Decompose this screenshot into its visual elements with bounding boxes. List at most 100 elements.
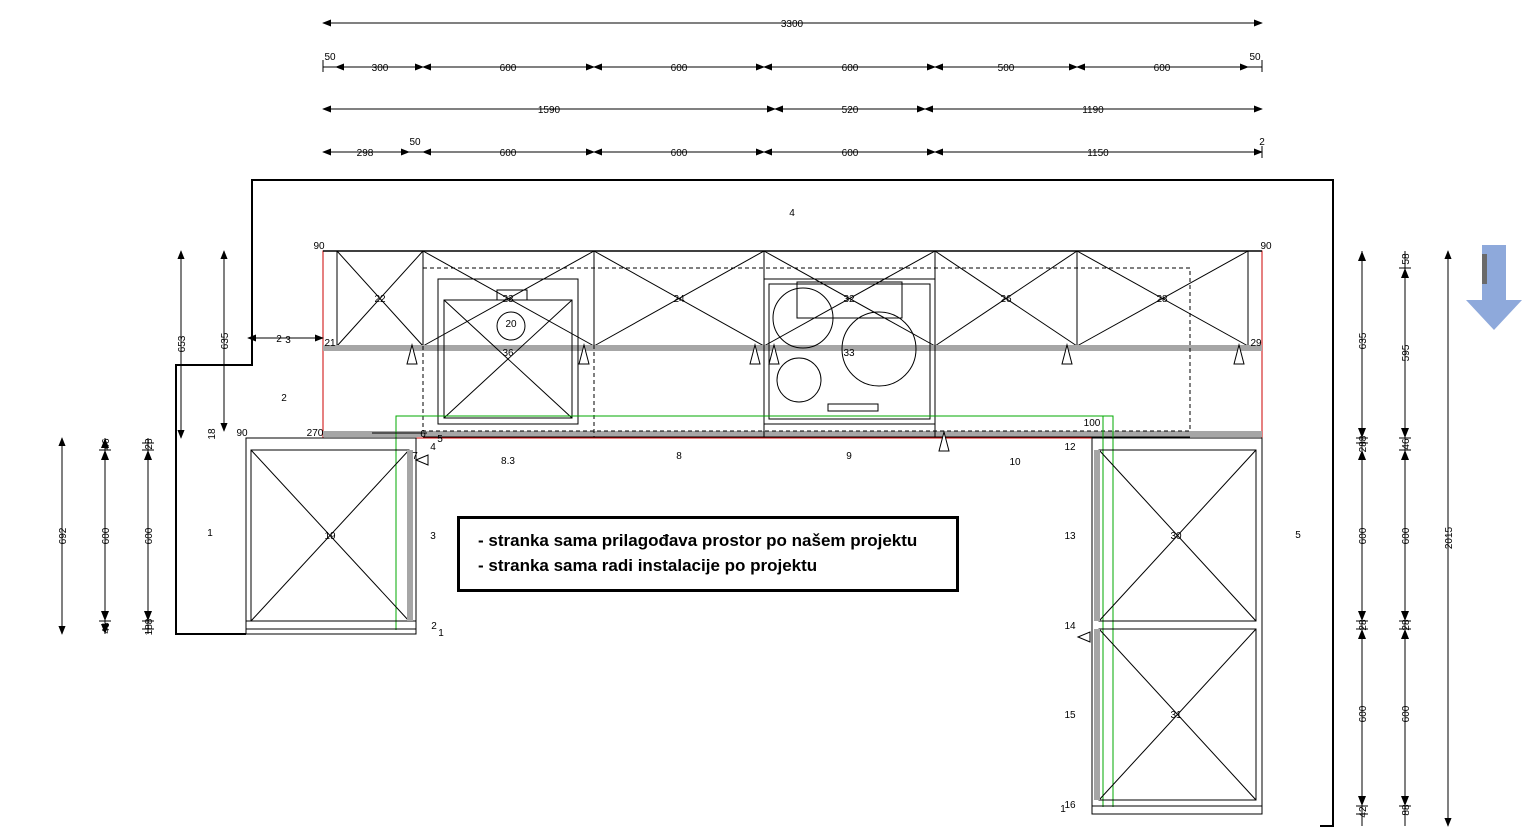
svg-text:8.3: 8.3 [501,456,515,467]
svg-text:600: 600 [144,527,155,544]
svg-text:24: 24 [673,294,685,305]
svg-text:28: 28 [144,438,155,450]
sink [437,278,579,425]
svg-text:4: 4 [789,208,795,219]
svg-text:692: 692 [58,527,69,544]
svg-text:500: 500 [998,63,1015,74]
svg-text:600: 600 [842,148,859,159]
svg-text:26: 26 [1000,294,1012,305]
dimension-row-3 [322,146,1263,158]
svg-text:13: 13 [1064,531,1076,542]
room-walls [175,179,1334,827]
svg-text:5: 5 [437,434,443,445]
worktop-outline [322,250,1263,439]
svg-text:90: 90 [313,241,325,252]
svg-text:600: 600 [671,148,688,159]
svg-text:2: 2 [1259,137,1265,148]
svg-text:88: 88 [1401,804,1412,816]
svg-text:31: 31 [1170,710,1182,721]
svg-text:46: 46 [101,438,112,450]
svg-text:46: 46 [101,622,112,634]
svg-text:3: 3 [285,335,291,346]
svg-text:300: 300 [372,63,389,74]
right-cabinets [1091,437,1263,815]
lower-front [423,351,1190,438]
dashed-lower-outline [422,267,1191,437]
wall-labels: 1 2 3 4 5 [207,208,1301,542]
svg-text:90: 90 [236,428,248,439]
svg-text:32: 32 [843,294,855,305]
install-lines [395,415,1114,807]
svg-text:600: 600 [1401,705,1412,722]
svg-text:1590: 1590 [538,105,561,116]
svg-text:2: 2 [276,334,282,345]
svg-text:3: 3 [430,531,436,542]
client-note-box: - stranka sama prilagođava prostor po na… [457,516,959,592]
dimension-right-arrows [101,251,1409,806]
svg-text:42: 42 [1358,806,1369,818]
svg-text:1: 1 [438,628,444,639]
svg-text:28: 28 [1358,619,1369,631]
hinge-markers [406,343,1245,643]
cabinet-labels: 19 22 23 20 24 32 26 28 29 21 36 33 30 3… [324,294,1262,721]
svg-text:635: 635 [220,332,231,349]
svg-text:600: 600 [1401,527,1412,544]
svg-text:188: 188 [144,618,155,635]
svg-text:600: 600 [1358,705,1369,722]
svg-text:2015: 2015 [1444,526,1455,549]
svg-text:29: 29 [1250,338,1262,349]
svg-text:33: 33 [843,348,855,359]
svg-text:22: 22 [374,294,386,305]
left-cabinet [245,432,427,635]
svg-text:288: 288 [1358,435,1369,452]
note-line-2: - stranka sama radi instalacije po proje… [478,556,818,575]
svg-text:46: 46 [1401,438,1412,450]
dim-total: 3300 [781,19,804,30]
plinth-right-2 [1094,629,1100,800]
svg-text:1: 1 [207,528,213,539]
svg-text:36: 36 [502,348,514,359]
dimension-row-1 [322,60,1263,72]
svg-text:50: 50 [409,137,421,148]
dimension-vertical-texts: 692 46 600 46 28 600 188 653 635 18 58 6… [58,253,1455,818]
svg-text:23: 23 [502,294,514,305]
svg-text:600: 600 [1358,527,1369,544]
svg-text:600: 600 [1154,63,1171,74]
plinth-top [323,345,1262,437]
svg-text:520: 520 [842,105,859,116]
svg-text:600: 600 [842,63,859,74]
svg-text:6: 6 [420,429,426,440]
svg-text:8: 8 [676,451,682,462]
svg-text:270: 270 [307,428,324,439]
svg-text:595: 595 [1401,344,1412,361]
svg-text:14: 14 [1064,621,1076,632]
svg-text:90: 90 [1260,241,1272,252]
dimension-left [58,250,324,635]
svg-text:50: 50 [1249,52,1261,63]
upper-cabinets [336,250,1249,347]
svg-text:600: 600 [500,63,517,74]
svg-text:21: 21 [324,338,336,349]
svg-text:16: 16 [1064,800,1076,811]
svg-text:600: 600 [671,63,688,74]
svg-text:28: 28 [1401,619,1412,631]
svg-text:58: 58 [1401,253,1412,265]
svg-text:100: 100 [1084,418,1101,429]
svg-text:30: 30 [1170,531,1182,542]
svg-text:18: 18 [207,428,218,440]
svg-text:653: 653 [177,335,188,352]
svg-text:298: 298 [357,148,374,159]
worktop-labels: 8.3 8 9 10 12 13 14 15 16 4 5 6 7 1 2 1 [412,429,1076,815]
svg-text:50: 50 [324,52,336,63]
svg-text:10: 10 [1009,457,1021,468]
svg-text:600: 600 [101,527,112,544]
svg-text:2: 2 [281,393,287,404]
svg-text:635: 635 [1358,332,1369,349]
note-line-1: - stranka sama prilagođava prostor po na… [478,531,918,550]
svg-text:15: 15 [1064,710,1076,721]
dimension-texts: 3300 50 300 600 600 600 500 600 50 1590 … [236,19,1272,439]
svg-text:2: 2 [431,621,437,632]
svg-text:600: 600 [500,148,517,159]
svg-text:7: 7 [412,451,418,462]
